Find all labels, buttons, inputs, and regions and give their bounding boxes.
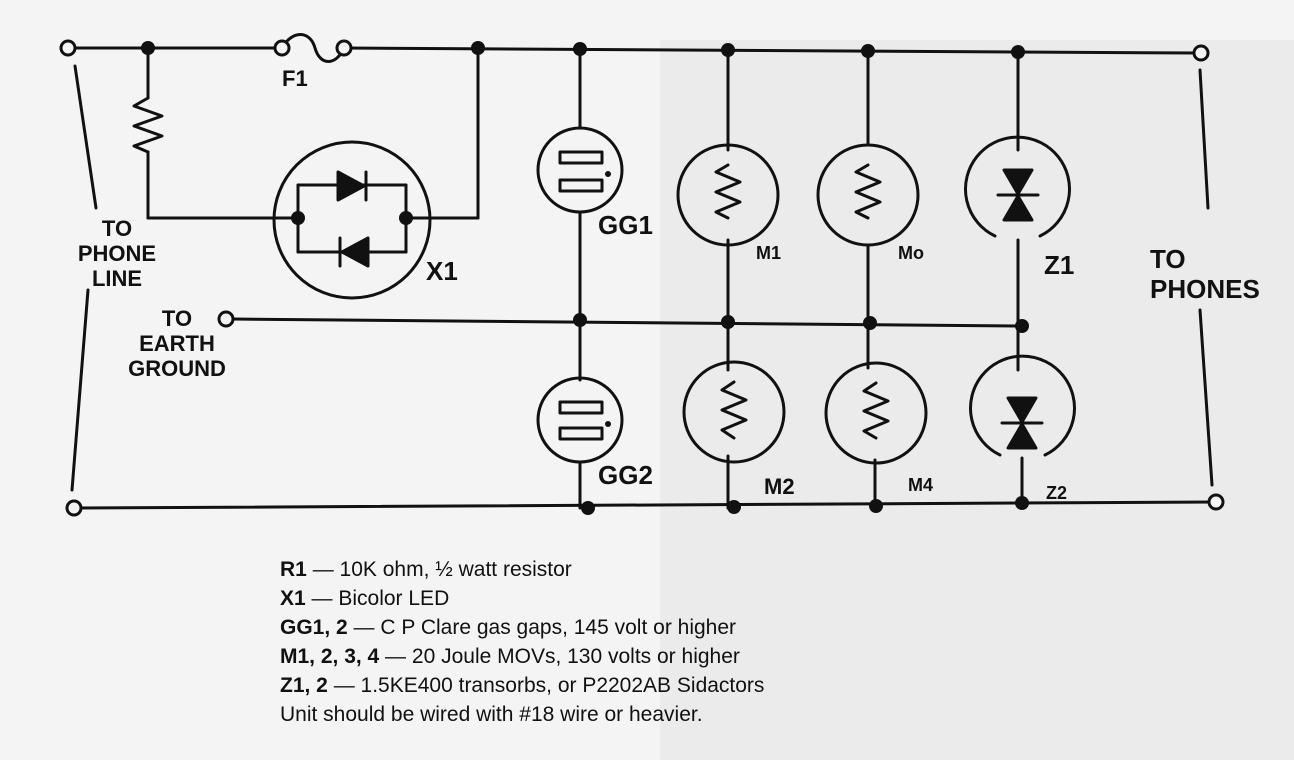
label-gg1: GG1: [598, 210, 653, 240]
legend-row: M1, 2, 3, 4 — 20 Joule MOVs, 130 volts o…: [280, 645, 740, 668]
gas-gap-dot: [605, 171, 611, 177]
junction-dot: [1015, 319, 1029, 333]
mov-m3: [816, 143, 920, 247]
legend-row: Unit should be wired with #18 wire or he…: [280, 703, 703, 726]
label-to-phone-line: TO PHONE LINE: [77, 216, 157, 291]
bicolor-led-x1: [272, 140, 432, 300]
legend-row: GG1, 2 — C P Clare gas gaps, 145 volt or…: [280, 616, 737, 639]
phone-line-leader: [73, 64, 98, 210]
junction-dot: [721, 43, 735, 57]
transorb-z2: [969, 354, 1076, 457]
fuse-f1: [280, 33, 346, 63]
gas-gap-gg1: [536, 126, 624, 214]
led-diode-left: [340, 236, 370, 268]
junction-dot: [727, 500, 741, 514]
junction-dot: [573, 313, 587, 327]
junction-dot: [399, 211, 413, 225]
terminal-line-top: [59, 39, 77, 57]
label-f1: F1: [282, 66, 308, 91]
junction-dot: [869, 499, 883, 513]
mov-m1: [676, 143, 780, 247]
legend-row: R1 — 10K ohm, ½ watt resistor: [280, 558, 572, 581]
legend-row: X1 — Bicolor LED: [280, 587, 450, 610]
junction-dot: [721, 315, 735, 329]
parts-legend: R1 — 10K ohm, ½ watt resistor X1 — Bicol…: [280, 555, 764, 729]
label-m1: M1: [756, 243, 782, 263]
junction-dot: [581, 501, 595, 515]
label-to-earth-ground: TO EARTH GROUND: [128, 306, 226, 381]
junction-dot: [1015, 496, 1029, 510]
junction-dot: [1011, 45, 1025, 59]
mov-m4: [824, 361, 928, 465]
label-x1: X1: [426, 256, 458, 286]
legend-row: Z1, 2 — 1.5KE400 transorbs, or P2202AB S…: [280, 674, 765, 697]
terminal-phones-top: [1192, 44, 1210, 62]
label-gg2: GG2: [598, 460, 653, 490]
fuse-terminal: [273, 39, 291, 57]
gas-gap-dot: [605, 421, 611, 427]
junction-dot: [861, 44, 875, 58]
label-to-phones: TO PHONES: [1150, 244, 1260, 304]
label-m4: M4: [908, 475, 934, 495]
ground-rail-wire: [230, 317, 1024, 328]
resistor-r1: [132, 96, 164, 154]
label-m2: M2: [764, 474, 795, 499]
junction-dot: [573, 42, 587, 56]
terminal-earth-ground: [217, 310, 235, 328]
gas-gap-gg2: [536, 376, 624, 464]
junction-dot: [141, 41, 155, 55]
transorb-z1: [964, 135, 1071, 238]
fuse-terminal: [335, 39, 353, 57]
terminal-line-bottom: [65, 499, 83, 517]
terminal-phones-bottom: [1207, 493, 1225, 511]
phones-leader: [1198, 308, 1214, 487]
phone-line-leader: [70, 288, 90, 492]
phones-leader: [1198, 68, 1210, 210]
label-z1: Z1: [1044, 250, 1075, 280]
label-m3: Mo: [898, 243, 924, 263]
label-z2: Z2: [1046, 483, 1068, 503]
top-rail-wire: [342, 46, 1198, 55]
junction-dot: [863, 316, 877, 330]
junction-dot: [291, 211, 305, 225]
led-diode-right: [336, 170, 366, 202]
mov-m2: [682, 360, 786, 464]
junction-dot: [471, 41, 485, 55]
